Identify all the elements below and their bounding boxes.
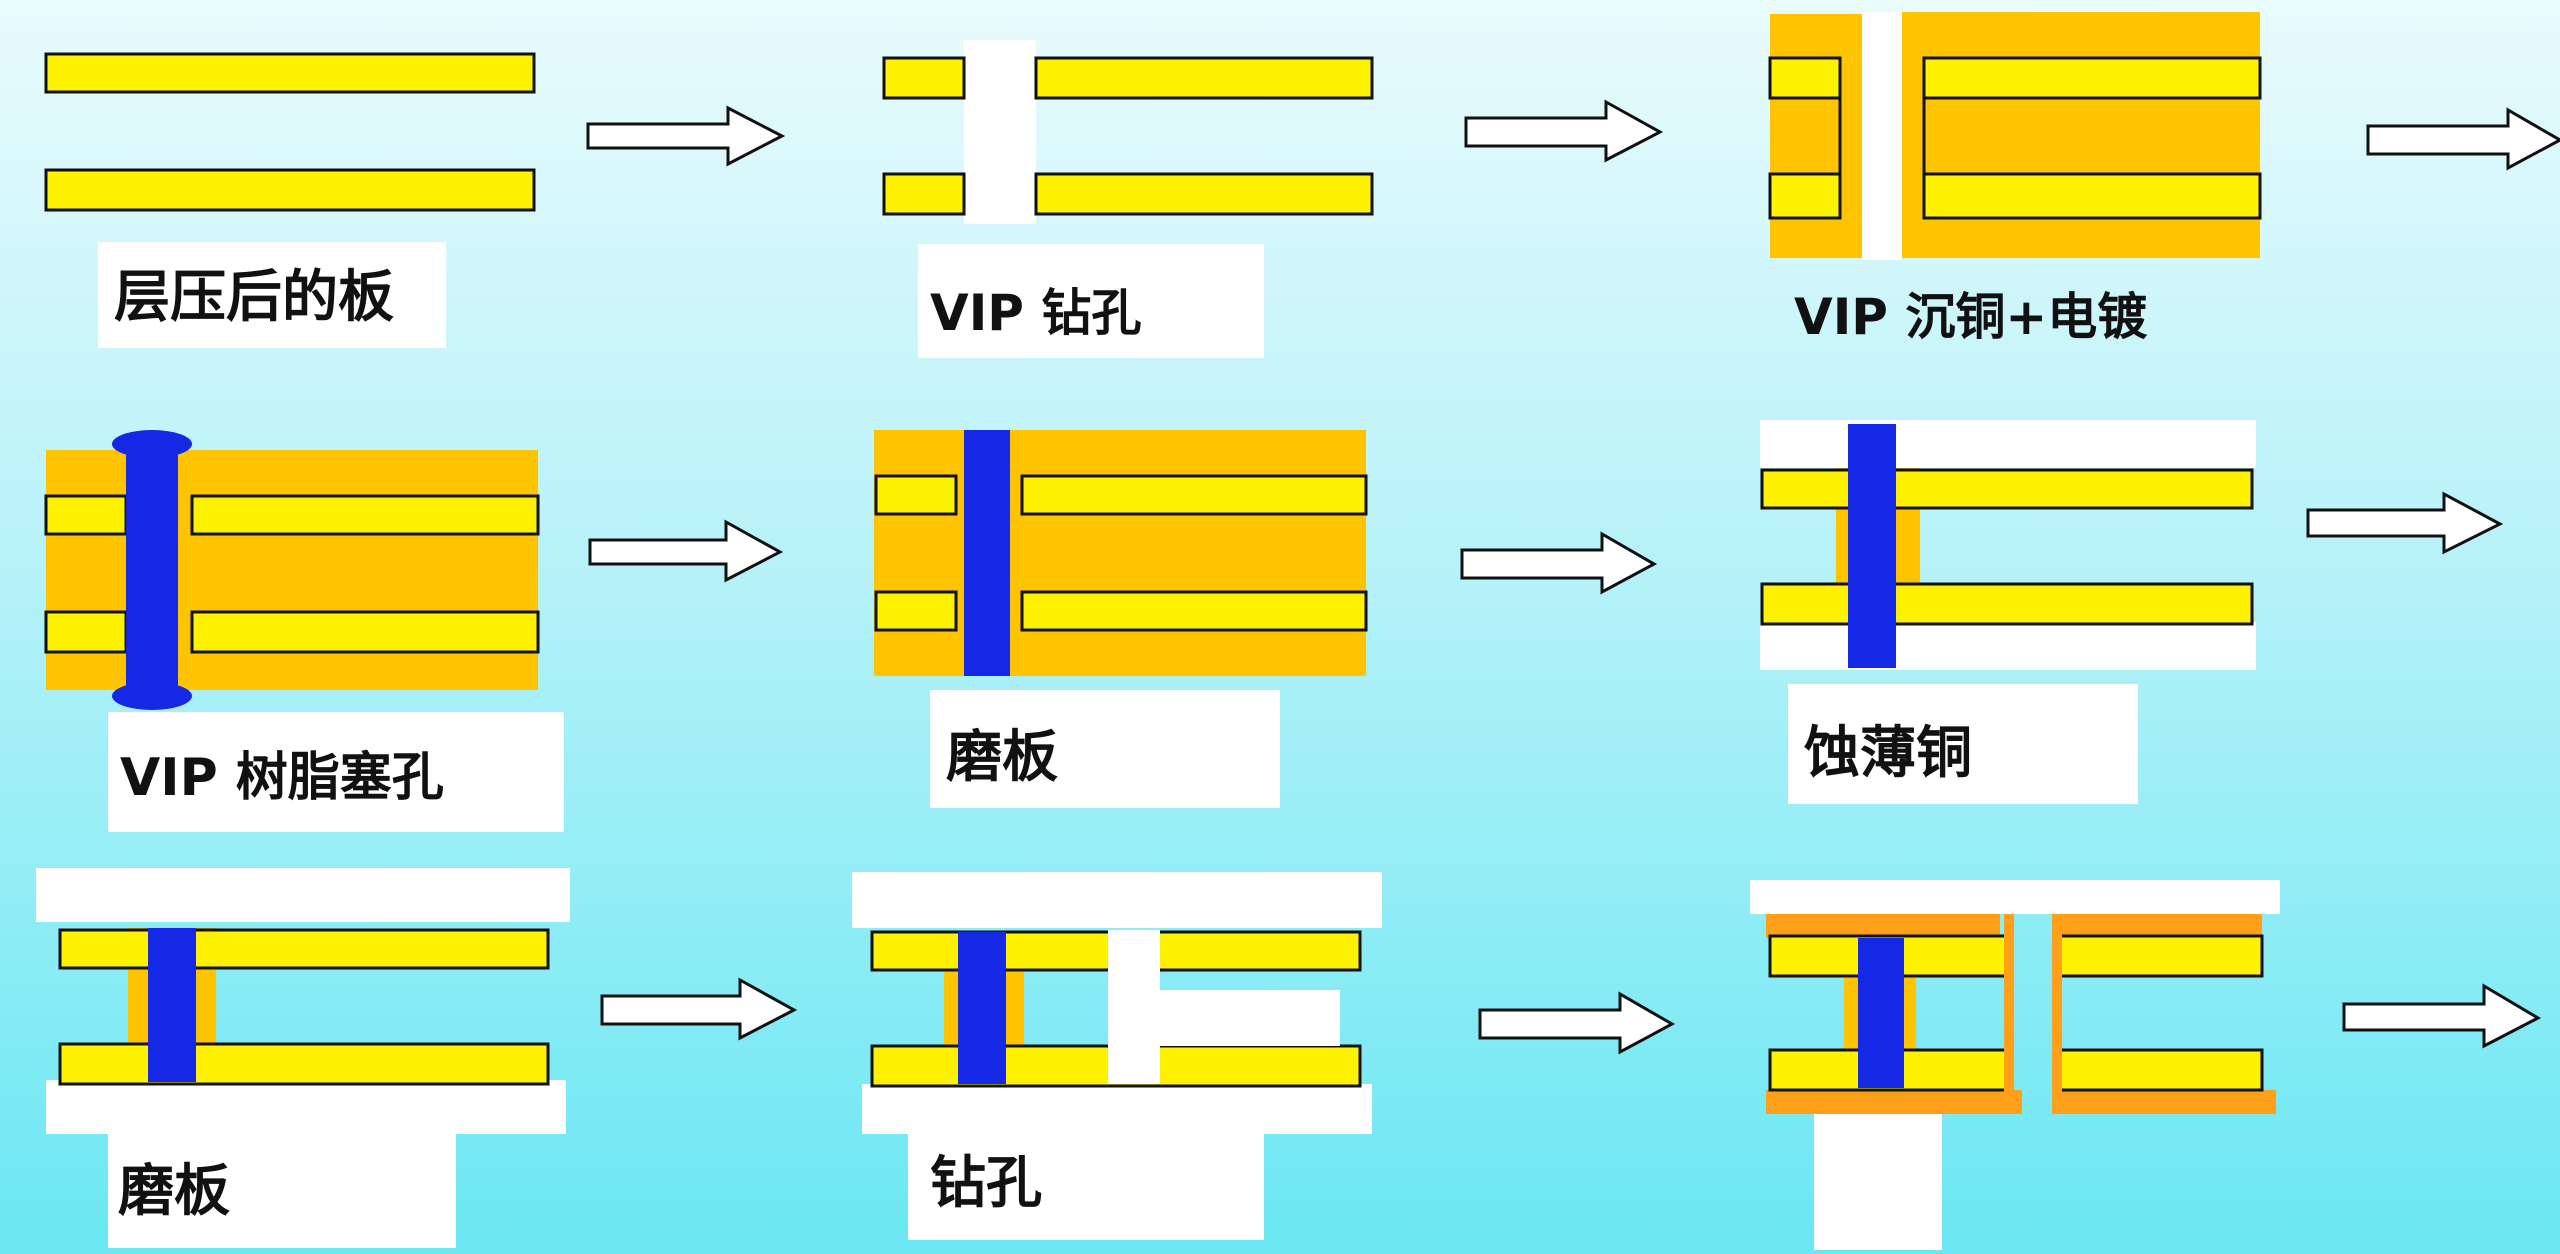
board-vip-plated [1768, 12, 2262, 260]
copper-layer-top-left [874, 474, 958, 516]
caption-panel-5 [930, 690, 1280, 808]
step-caption-1: 层压后的板 [114, 265, 394, 330]
plated-copper-right [178, 450, 538, 690]
step-caption-2: VIP 钻孔 [930, 284, 1142, 342]
right-arrow-icon [600, 977, 798, 1041]
copper-layer-bottom [58, 1042, 550, 1086]
dry-film-bottom [862, 1084, 1372, 1134]
copper-layer-bottom-right [1922, 172, 2262, 220]
right-arrow-icon [1464, 99, 1664, 163]
resin-overflow-top [112, 430, 192, 458]
copper-layer-top-left [44, 494, 128, 536]
resin-overflow-bottom [112, 682, 192, 710]
copper-layer-top-right [1020, 474, 1368, 516]
dry-film-top [1750, 880, 2280, 914]
copper-layer-bottom-left [44, 610, 128, 654]
copper-layer-bottom-right [190, 610, 540, 654]
board-laminated [44, 52, 536, 212]
dry-film-bottom [46, 1080, 566, 1134]
step-caption-7: 磨板 [118, 1159, 230, 1224]
copper-layer-top-right [1922, 56, 2262, 100]
caption-panel-2 [918, 244, 1264, 358]
board-vip-drilled [882, 40, 1374, 224]
right-arrow-icon [2366, 107, 2560, 171]
dry-film-mid-strip [1160, 990, 1340, 1046]
step-caption-8: 钻孔 [930, 1151, 1042, 1216]
right-arrow-icon [2306, 491, 2504, 555]
plated-hole [1862, 12, 1902, 260]
resin-plug [958, 932, 1006, 1084]
step-caption-6: 蚀薄铜 [1804, 721, 1972, 786]
copper-layer-bottom-right [2058, 1048, 2264, 1092]
final-plating-bottom-right [2054, 1090, 2276, 1114]
caption-panel-4 [108, 712, 564, 832]
copper-layer-bottom-right [1034, 172, 1374, 216]
right-arrow-icon [586, 105, 786, 167]
resin-plug [1858, 938, 1904, 1088]
drilled-hole-2 [1108, 930, 1160, 1084]
resin-plug [1848, 424, 1896, 668]
board-ground-1 [874, 430, 1368, 676]
caption-panel-6 [1788, 684, 2138, 804]
copper-layer-top-left [1768, 56, 1842, 100]
board-ground-2 [36, 868, 570, 1134]
dry-film-bottom [1760, 622, 2256, 670]
dry-film-top [1760, 420, 2256, 468]
right-arrow-icon [2342, 983, 2542, 1049]
copper-layer-bottom-right [1020, 590, 1368, 632]
plated-hole-wall-left [2004, 914, 2014, 1114]
copper-layer-top-left [882, 56, 966, 100]
copper-layer-bottom [44, 168, 536, 212]
board-final-plated [1750, 880, 2280, 1114]
plated-copper-right [1902, 12, 2260, 258]
step-caption-5: 磨板 [946, 725, 1058, 790]
plated-copper-left [46, 450, 138, 690]
plated-hole-wall-right [2052, 914, 2062, 1114]
copper-layer-top [1760, 468, 2254, 510]
resin-plug [964, 430, 1010, 676]
plated-copper-left [1770, 14, 1862, 258]
copper-layer-bottom-left [1768, 172, 1842, 220]
copper-layer-top [44, 52, 536, 94]
board-copper-thinned [1760, 420, 2256, 670]
final-plating-top-right [2056, 914, 2262, 938]
board-second-drill [852, 872, 1382, 1134]
dry-film-top [852, 872, 1382, 928]
right-arrow-icon [1460, 531, 1658, 595]
copper-layer-bottom-left [882, 172, 966, 216]
plated-copper [874, 430, 1366, 676]
step-caption-3: VIP 沉铜+电镀 [1794, 288, 2148, 346]
caption-panel-1 [98, 242, 446, 348]
resin-plug [126, 442, 178, 698]
copper-layer-top-right [190, 494, 540, 536]
resin-plug [148, 928, 196, 1082]
dry-film-top [36, 868, 570, 922]
copper-layer-bottom-left [874, 590, 958, 632]
drilled-hole [964, 40, 1036, 224]
flow-arrows [586, 99, 2560, 1055]
board-resin-plugged [44, 430, 540, 710]
final-plating-bottom-left [1766, 1090, 2022, 1114]
step-caption-4: VIP 树脂塞孔 [120, 748, 444, 808]
right-arrow-icon [1478, 991, 1676, 1055]
caption-panel-9 [1814, 1110, 1942, 1250]
copper-layer-top-right [1034, 56, 1374, 100]
copper-layer-top [58, 928, 550, 970]
right-arrow-icon [588, 519, 784, 583]
copper-layer-top-right [2058, 934, 2264, 978]
copper-layer-bottom [1760, 582, 2254, 626]
final-plating-top-left [1766, 914, 2000, 938]
